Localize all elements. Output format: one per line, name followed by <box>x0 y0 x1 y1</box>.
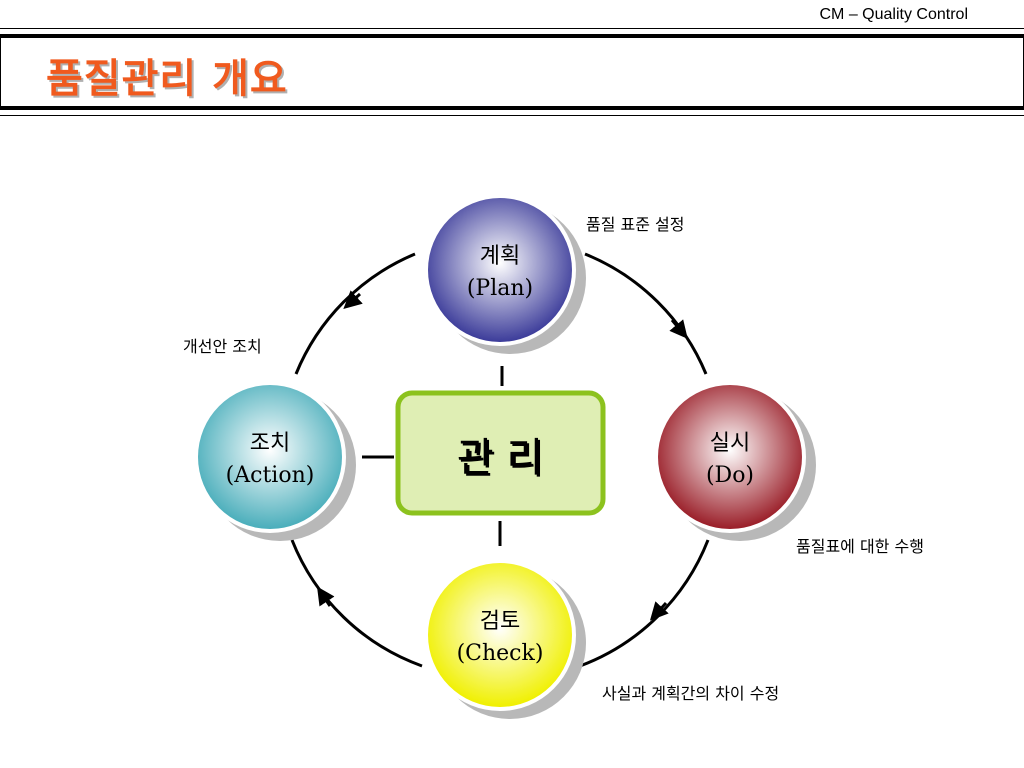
check-node-name: 검토 <box>480 609 520 634</box>
annotation-plan: 품질 표준 설정 <box>586 215 685 234</box>
arc-plan-to-do <box>584 252 708 375</box>
arc-do-to-check <box>579 539 710 668</box>
title-rule-bottom-thick <box>0 106 1024 110</box>
title-bar: 품질관리 개요 <box>0 28 1024 118</box>
title-border-left <box>0 34 1 110</box>
do-node <box>658 385 802 529</box>
center-box-border <box>395 390 606 516</box>
check-node <box>428 563 572 707</box>
center-box <box>398 393 603 513</box>
title-rule-top-thick <box>0 34 1024 38</box>
annotation-check: 사실과 계획간의 차이 수정 <box>602 684 779 703</box>
arrow-do-to-check <box>649 601 669 621</box>
arrow-plan-to-do <box>669 319 688 339</box>
arrow-action-to-plan <box>343 290 363 310</box>
center-label-shadow: 관 리 <box>459 437 545 483</box>
action-node-sub: (Action) <box>226 463 315 488</box>
header-label: CM – Quality Control <box>819 6 969 23</box>
arc-action-to-plan <box>294 252 416 375</box>
title-rule-top-thin <box>0 28 1024 29</box>
plan-node-sub: (Plan) <box>467 276 533 301</box>
arrow-check-to-action <box>317 586 335 607</box>
check-node-sub: (Check) <box>457 641 544 666</box>
plan-node-name: 계획 <box>480 244 520 269</box>
plan-node <box>428 198 572 342</box>
page-title: 품질관리 개요 <box>46 56 288 102</box>
annotation-action: 개선안 조치 <box>183 337 262 356</box>
arc-check-to-action <box>290 539 423 668</box>
do-node-name: 실시 <box>710 431 750 456</box>
action-node <box>198 385 342 529</box>
action-node-name: 조치 <box>250 431 290 456</box>
annotation-do: 품질표에 대한 수행 <box>796 537 924 556</box>
title-rule-bottom-thin <box>0 115 1024 116</box>
do-node-sub: (Do) <box>706 463 754 488</box>
center-label: 관 리 <box>457 435 543 481</box>
